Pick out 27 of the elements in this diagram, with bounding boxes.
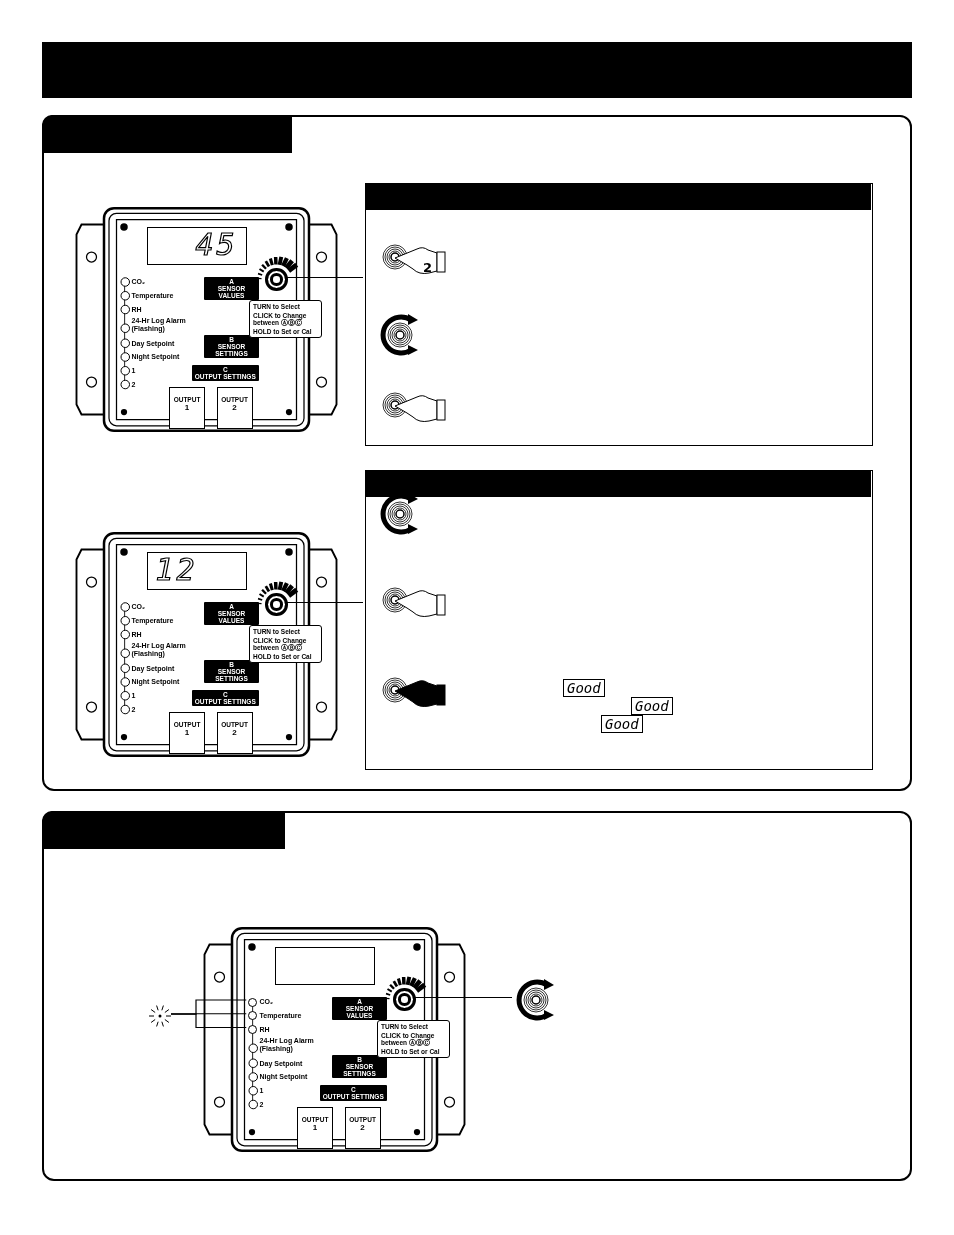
header-bar (366, 184, 871, 210)
display-readout: Good (601, 715, 643, 733)
header-bar (366, 471, 871, 497)
section-tab (42, 115, 292, 153)
connector-line (285, 276, 364, 279)
display-readout: Good (631, 697, 673, 715)
connector-line (285, 601, 364, 604)
title-bar (42, 42, 912, 98)
connector-line (170, 1013, 247, 1029)
control-knob (393, 988, 416, 1011)
led-indicator (248, 1011, 258, 1021)
section-panel (42, 115, 912, 791)
control-knob (265, 268, 288, 291)
finger-number: 2 (423, 260, 433, 275)
connector-line (413, 996, 513, 999)
blinking-light-icon (147, 1003, 173, 1029)
led-indicator (248, 1025, 258, 1034)
display-readout: Good (563, 679, 605, 697)
digital-display: 45 (146, 227, 247, 265)
section-panel (42, 811, 912, 1181)
led-indicator (248, 997, 258, 1007)
instruction-box (365, 183, 873, 446)
instruction-box (365, 470, 873, 770)
digital-display (274, 947, 375, 985)
section-tab (42, 811, 285, 849)
control-knob (265, 593, 288, 616)
digital-display: 12 (146, 552, 247, 590)
